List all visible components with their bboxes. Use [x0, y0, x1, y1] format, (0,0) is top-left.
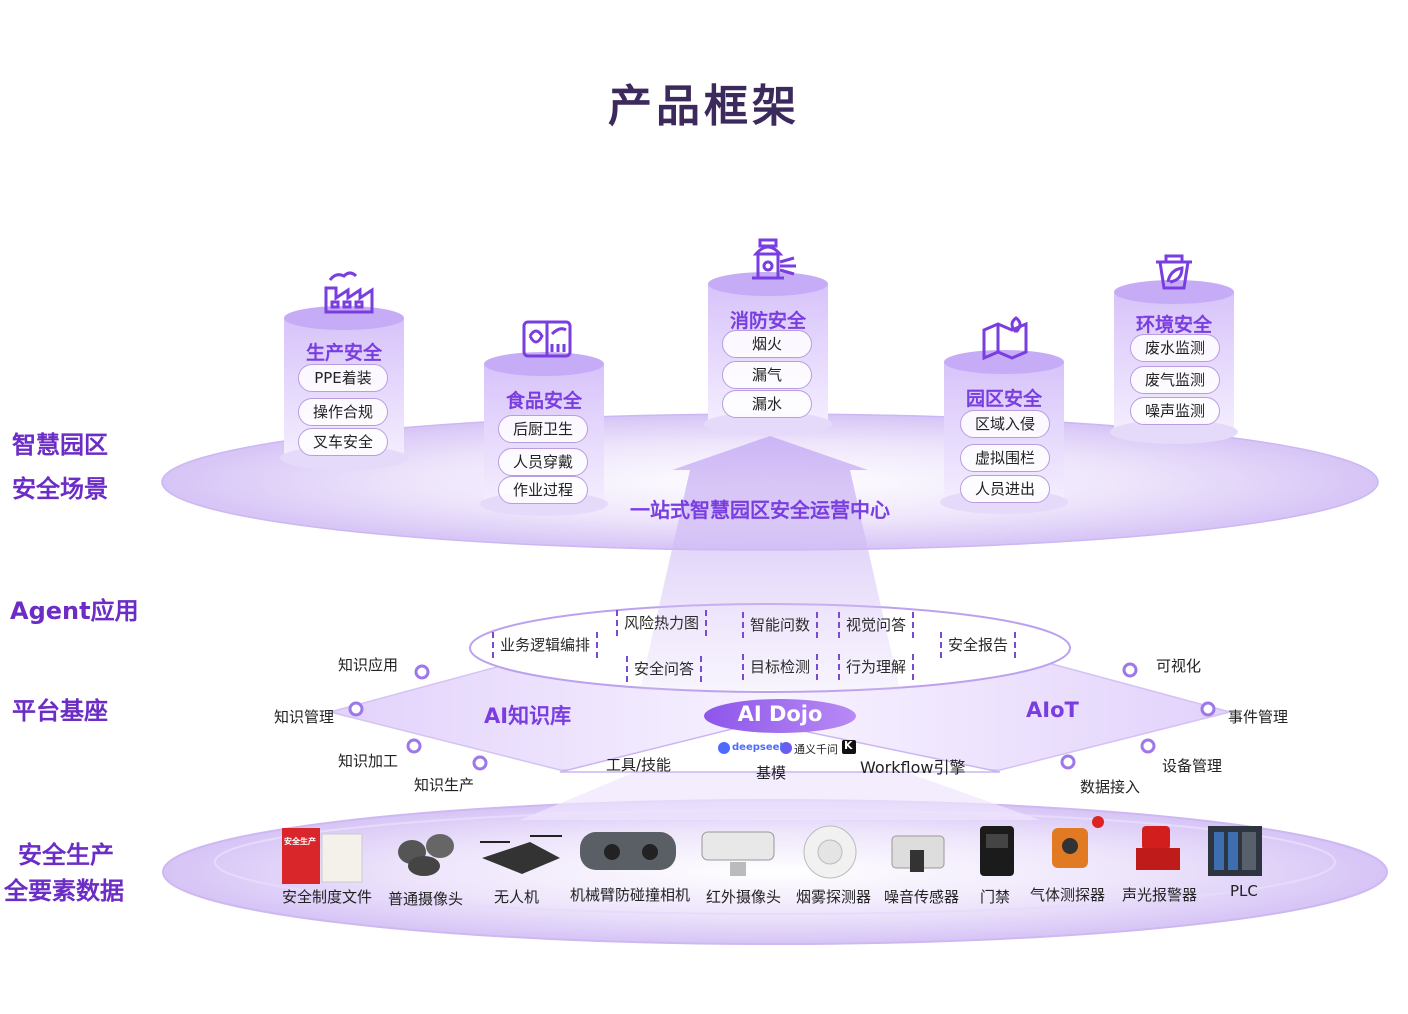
infrared-camera-icon	[701, 831, 775, 876]
arm-camera-icon	[580, 832, 676, 870]
device-label: 门禁	[980, 888, 1011, 906]
aiot-label: AIoT	[1026, 698, 1079, 722]
smoke-detector-icon	[803, 825, 857, 879]
device-label: 普通摄像头	[388, 890, 464, 908]
scene-item: 区域入侵	[960, 410, 1050, 438]
ai-dojo-pill	[704, 699, 856, 733]
hydrant-icon	[752, 238, 796, 280]
book-cover-text: 安全生产	[284, 837, 316, 846]
aiot-tag: 事件管理	[1228, 708, 1289, 726]
device-label: 声光报警器	[1122, 886, 1198, 904]
device-label: 噪音传感器	[884, 888, 960, 906]
aiot-tag: 设备管理	[1162, 757, 1223, 775]
gas-detector-icon	[1052, 816, 1104, 868]
factory-icon	[324, 271, 374, 314]
device-label: 红外摄像头	[706, 888, 782, 906]
agent-app: 安全报告	[940, 632, 1017, 658]
knowledge-tag: 知识生产	[414, 776, 475, 794]
aiot-tag: 数据接入	[1080, 778, 1141, 796]
model-logos	[718, 740, 856, 754]
agent-app: 行为理解	[838, 654, 915, 680]
agent-app: 目标检测	[742, 654, 819, 680]
eco-bin-icon	[1156, 254, 1192, 290]
scene-item: 操作合规	[298, 398, 388, 426]
noise-sensor-icon	[891, 835, 945, 872]
scene-item: 叉车安全	[298, 428, 388, 456]
camera-icon	[398, 834, 454, 876]
scene-item: 漏气	[722, 361, 812, 389]
book-icon	[282, 828, 320, 884]
upward-arrow	[640, 436, 900, 690]
agent-app: 风险热力图	[616, 610, 708, 636]
scene-item: 人员穿戴	[498, 448, 588, 476]
device-icons	[282, 816, 1262, 884]
device-label: 安全制度文件	[282, 888, 373, 906]
scene-item: 人员进出	[960, 475, 1050, 503]
device-label: PLC	[1230, 882, 1258, 900]
drone-icon	[480, 835, 562, 874]
scene-title-food: 食品安全	[505, 390, 582, 412]
agent-app: 视觉问答	[838, 612, 915, 638]
platform-dots	[348, 662, 1216, 771]
row-label-platform: 平台基座	[12, 697, 108, 725]
scene-title-fire: 消防安全	[729, 310, 806, 332]
scene-item: 漏水	[722, 390, 812, 418]
row-label-data-2: 全要素数据	[4, 877, 124, 905]
agent-app: 业务逻辑编排	[492, 632, 599, 658]
scene-title-environment: 环境安全	[1135, 314, 1212, 336]
scene-item: 后厨卫生	[498, 415, 588, 443]
map-icon	[982, 316, 1028, 361]
deepseek-logo: deepseek	[732, 742, 787, 753]
device-label: 烟雾探测器	[796, 888, 872, 906]
tongyi-logo: 通义千问	[794, 743, 838, 756]
agent-app: 智能问数	[742, 612, 819, 638]
dojo-tag: 基模	[756, 764, 787, 782]
device-label: 机械臂防碰撞相机	[570, 886, 691, 904]
plc-icon	[1208, 826, 1262, 876]
page-title: 产品框架	[608, 81, 800, 132]
aiot-tag: 可视化	[1156, 657, 1202, 675]
ai-dojo-label: AI Dojo	[737, 702, 823, 726]
kimi-logo: K	[844, 739, 853, 752]
scene-title-production: 生产安全	[305, 342, 382, 364]
scene-item: 废气监测	[1130, 366, 1220, 394]
device-label: 气体测探器	[1030, 886, 1106, 904]
agent-app: 安全问答	[626, 656, 703, 682]
dojo-tag: Workflow引擎	[860, 758, 966, 777]
knowledge-tag: 知识加工	[338, 752, 399, 770]
ai-knowledge-label: AI知识库	[484, 704, 572, 728]
operation-center-label: 一站式智慧园区安全运营中心	[630, 498, 890, 522]
alarm-icon	[1136, 826, 1180, 870]
row-label-scene-2: 安全场景	[12, 475, 108, 503]
food-icon	[522, 320, 572, 358]
row-label-agent: Agent应用	[10, 597, 139, 625]
knowledge-tag: 知识应用	[338, 656, 399, 674]
scene-item: 烟火	[722, 330, 812, 358]
scene-item: PPE着装	[298, 364, 388, 392]
row-label-data-1: 安全生产	[18, 841, 114, 869]
device-label: 无人机	[494, 888, 540, 906]
dojo-tag: 工具/技能	[606, 756, 672, 774]
scene-item: 虚拟围栏	[960, 444, 1050, 472]
scene-item: 作业过程	[498, 476, 588, 504]
row-label-scene-1: 智慧园区	[12, 431, 108, 459]
scene-item: 废水监测	[1130, 334, 1220, 362]
access-control-icon	[980, 826, 1014, 876]
scene-title-park: 园区安全	[965, 388, 1042, 410]
scene-item: 噪声监测	[1130, 397, 1220, 425]
knowledge-tag: 知识管理	[274, 708, 335, 726]
